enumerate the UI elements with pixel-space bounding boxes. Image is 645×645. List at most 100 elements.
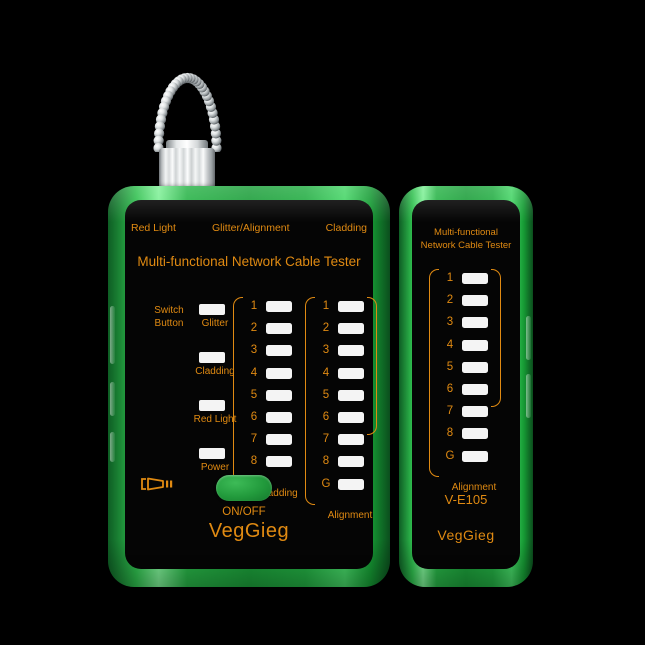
cladding-row-1: 1 [247,300,309,322]
header-label-0: Red Light [130,222,176,234]
remote-title-line1: Multi-functional [434,227,498,238]
remote-alignment-caption: Alignment [451,482,497,493]
cladding-led-5 [266,389,292,401]
alignment-row-g: G [319,478,381,500]
cladding-column-caption: Cladding [258,488,298,499]
cladding-number-7: 7 [250,433,258,446]
cladding-led-4 [266,367,292,379]
cladding-row-2: 2 [247,322,309,344]
keychain [140,22,235,211]
remote-alignment-row-6: 6 [443,383,505,405]
alignment-number-3: 3 [322,344,330,357]
remote-alignment-row-7: 7 [443,405,505,427]
ball-chain-icon [153,72,222,152]
cladding-row-8: 8 [247,455,309,477]
cladding-led-2 [266,323,292,335]
alignment-number-2: 2 [322,322,330,335]
alignment-led-7 [338,434,364,446]
status-row-red-light: Red Light [147,400,255,448]
remote-unit-title: Multi-functional Network Cable Tester [412,226,520,252]
cladding-bracket [233,297,243,483]
cladding-number-5: 5 [250,388,258,401]
remote-alignment-row-2: 2 [443,294,505,316]
cladding-row-6: 6 [247,411,309,433]
side-grip-notch-top [110,306,115,364]
cladding-number-1: 1 [250,300,258,312]
alignment-row-8: 8 [319,455,381,477]
remote-alignment-led-5 [462,361,488,373]
alignment-led-5 [338,389,364,401]
main-unit-title: Multi-functional Network Cable Tester [137,254,361,269]
header-label-1: Glitter/Alignment [211,222,290,234]
remote-alignment-number-5: 5 [446,360,454,373]
alignment-row-4: 4 [319,367,381,389]
label-red-light: Red Light [193,414,237,425]
side-grip-notch-bottom [110,432,115,462]
remote-alignment-row-1: 1 [443,272,505,294]
switch-caption-line1: Switch [154,305,184,316]
cladding-row-5: 5 [247,389,309,411]
alignment-led-6 [338,411,364,423]
remote-alignment-row-g: G [443,450,505,472]
cladding-led-6 [266,411,292,423]
remote-alignment-row-4: 4 [443,339,505,361]
switch-caption-line2: Button [154,318,184,329]
cladding-led-8 [266,456,292,468]
alignment-row-6: 6 [319,411,381,433]
alignment-number-8: 8 [322,455,330,468]
cladding-number-2: 2 [250,322,258,335]
remote-alignment-row-8: 8 [443,427,505,449]
status-indicator-column: Switch Button Glitter Cladding Red Light [147,304,255,496]
remote-side-notch-top [526,316,531,360]
label-power: Power [200,462,230,473]
remote-side-notch-bottom [526,374,531,418]
cladding-led-7 [266,434,292,446]
alignment-row-7: 7 [319,433,381,455]
alignment-row-2: 2 [319,322,381,344]
led-power [199,448,225,459]
cladding-row-4: 4 [247,367,309,389]
remote-alignment-row-3: 3 [443,316,505,338]
cable-connector-icon [141,477,173,491]
cladding-led-1 [266,301,292,312]
alignment-column-caption: Alignment [327,510,373,521]
alignment-led-3 [338,345,364,357]
alignment-number-1: 1 [322,300,330,312]
cladding-number-6: 6 [250,410,258,423]
remote-alignment-number-6: 6 [446,382,454,395]
remote-alignment-row-5: 5 [443,361,505,383]
alignment-number-7: 7 [322,433,330,446]
cladding-led-3 [266,345,292,357]
alignment-led-8 [338,456,364,468]
alignment-number-5: 5 [322,388,330,401]
remote-alignment-number-3: 3 [446,316,454,329]
model-number: V-E105 [444,492,488,507]
cladding-number-3: 3 [250,344,258,357]
remote-alignment-number-7: 7 [446,405,454,418]
header-label-2: Cladding [325,222,368,234]
alignment-led-2 [338,323,364,335]
remote-alignment-led-6 [462,383,488,395]
remote-alignment-number-g: G [445,449,455,462]
remote-alignment-led-g [462,450,488,462]
alignment-row-1: 1 [319,300,381,322]
power-button[interactable] [216,475,272,501]
side-grip-notch-mid [110,382,115,416]
remote-alignment-number-4: 4 [446,338,454,351]
cladding-number-4: 4 [250,366,258,379]
alignment-number-4: 4 [322,366,330,379]
alignment-led-4 [338,367,364,379]
remote-bracket-left [429,269,439,477]
label-cladding: Cladding [195,366,235,377]
alignment-led-g [338,478,364,490]
cladding-row-3: 3 [247,344,309,366]
main-tester-unit: Red Light Glitter/Alignment Cladding Mul… [108,186,390,587]
alignment-row-5: 5 [319,389,381,411]
remote-alignment-number-2: 2 [446,294,454,307]
power-button-label: ON/OFF [222,506,266,518]
